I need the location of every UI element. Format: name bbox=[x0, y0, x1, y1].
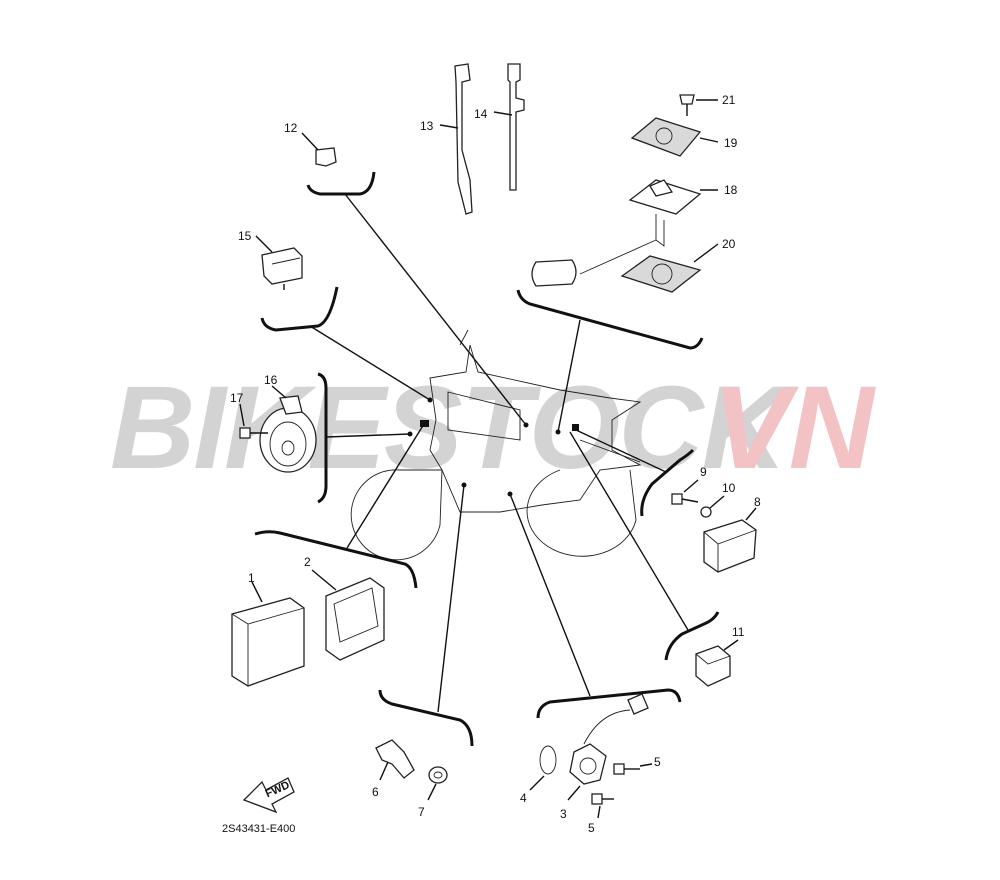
callout-2: 2 bbox=[304, 555, 311, 569]
callout-15: 15 bbox=[238, 229, 252, 243]
cable-tie-part-14 bbox=[493, 63, 525, 191]
washer-part-7 bbox=[427, 766, 448, 801]
callout-14: 14 bbox=[474, 107, 488, 121]
callout-11: 11 bbox=[732, 625, 745, 639]
callout-9: 9 bbox=[700, 465, 707, 479]
sensor-part-3 bbox=[567, 693, 649, 801]
bolt-part-9 bbox=[671, 479, 699, 505]
unit-part-2 bbox=[311, 569, 385, 661]
callout-19: 19 bbox=[724, 136, 738, 150]
callout-numbers: 1 2 3 4 5 5 6 7 8 9 10 11 12 13 14 15 16… bbox=[230, 93, 761, 835]
fuel-sender-parts bbox=[531, 94, 719, 293]
callout-21: 21 bbox=[722, 93, 736, 107]
callout-17: 17 bbox=[230, 391, 244, 405]
callout-7: 7 bbox=[418, 805, 425, 819]
callout-13: 13 bbox=[420, 119, 434, 133]
callout-1: 1 bbox=[248, 571, 255, 585]
horn-part-16 bbox=[259, 385, 317, 473]
fwd-arrow: FWD bbox=[242, 777, 295, 814]
relay-part-8 bbox=[703, 507, 757, 573]
bolt-part-5 bbox=[591, 763, 653, 819]
ecu-part-1 bbox=[231, 581, 305, 687]
watermark: BIKESTOCK VN bbox=[110, 362, 879, 494]
watermark-text-accent: VN bbox=[712, 362, 877, 494]
callout-18: 18 bbox=[724, 183, 738, 197]
callout-20: 20 bbox=[722, 237, 736, 251]
callout-5-upper: 5 bbox=[654, 755, 661, 769]
callout-8: 8 bbox=[754, 495, 761, 509]
leader-lines bbox=[309, 193, 689, 713]
bolt-part-17 bbox=[239, 403, 268, 439]
sensor-part-6 bbox=[375, 739, 415, 781]
washer-part-10 bbox=[700, 495, 725, 518]
callout-10: 10 bbox=[722, 481, 736, 495]
relay-part-15 bbox=[255, 235, 303, 290]
callout-12: 12 bbox=[284, 121, 298, 135]
drawing-code: 2S43431-E400 bbox=[222, 823, 295, 835]
relay-part-11 bbox=[695, 639, 739, 687]
callout-5-lower: 5 bbox=[588, 821, 595, 835]
callout-16: 16 bbox=[264, 373, 278, 387]
watermark-text-main: BIKESTOCK bbox=[110, 362, 795, 494]
callout-3: 3 bbox=[560, 807, 567, 821]
callout-6: 6 bbox=[372, 785, 379, 799]
o-ring-part-4 bbox=[529, 745, 557, 791]
fuse-part-12 bbox=[301, 132, 337, 167]
cable-tie-part-13 bbox=[439, 63, 473, 215]
callout-4: 4 bbox=[520, 791, 527, 805]
